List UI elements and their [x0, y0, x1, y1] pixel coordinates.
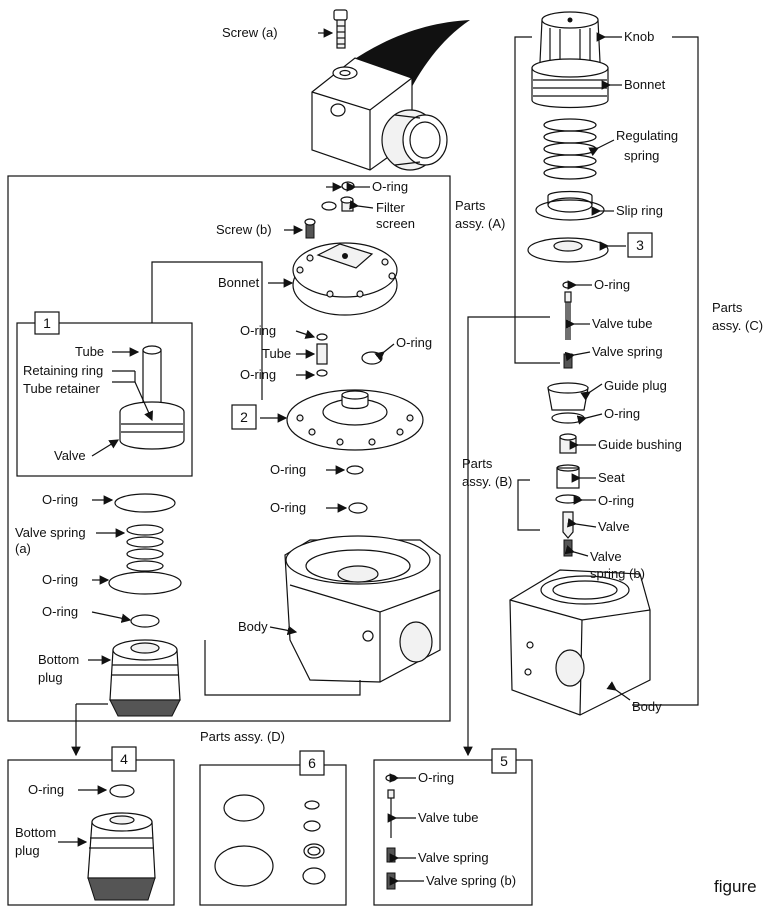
label-guide-bushing: Guide bushing [598, 437, 682, 452]
label-oring-r1: O-ring [594, 277, 630, 292]
label-retaining-ring: Retaining ring [23, 363, 103, 378]
label-valve-1: Valve [54, 448, 86, 463]
label-body-r: Body [632, 699, 662, 714]
label-valve-spring-a: Valve spring [15, 525, 86, 540]
callout-2: 2 [231, 404, 257, 430]
label-oring-r2: O-ring [604, 406, 640, 421]
label-bottom-plug: Bottom [38, 652, 79, 667]
svg-text:4: 4 [120, 751, 128, 767]
label-tube-1: Tube [75, 344, 104, 359]
label-screw-a: Screw (a) [222, 25, 278, 40]
label-seat: Seat [598, 470, 625, 485]
callout-3: 3 [627, 232, 653, 258]
label-bonnet-c: Bonnet [218, 275, 260, 290]
label-oring-c5: O-ring [270, 462, 306, 477]
label-oring-l2: O-ring [42, 572, 78, 587]
label-filter-screen: Filter [376, 200, 406, 215]
label-regulating-spring: Regulating [616, 128, 678, 143]
svg-text:plug: plug [38, 670, 63, 685]
left-stack-parts [108, 493, 182, 717]
svg-text:3: 3 [636, 237, 644, 253]
label-parts-assy-c: Parts [712, 300, 743, 315]
right-column-parts [509, 11, 651, 716]
box-1-parts [119, 345, 185, 450]
label-oring-c3: O-ring [240, 367, 276, 382]
svg-text:1: 1 [43, 315, 51, 331]
label-valve-spring-b-5: Valve spring (b) [426, 873, 516, 888]
box-4 [7, 759, 175, 906]
box-6-parts [214, 794, 326, 887]
label-valve-spring-b: Valve [590, 549, 622, 564]
label-valve-r: Valve [598, 519, 630, 534]
leader-lines [58, 28, 699, 886]
parts-assy-d-frame [7, 175, 451, 722]
label-oring-5: O-ring [418, 770, 454, 785]
label-oring-c6: O-ring [270, 500, 306, 515]
svg-text:6: 6 [308, 755, 316, 771]
svg-text:spring: spring [624, 148, 659, 163]
svg-text:2: 2 [240, 409, 248, 425]
label-tube-retainer: Tube retainer [23, 381, 101, 396]
label-valve-tube-5: Valve tube [418, 810, 478, 825]
center-parts [284, 181, 441, 683]
callout-6: 6 [299, 750, 325, 776]
label-oring-l1: O-ring [42, 492, 78, 507]
label-screw-b: Screw (b) [216, 222, 272, 237]
label-bottom-plug-4: Bottom [15, 825, 56, 840]
label-parts-assy-d: Parts assy. (D) [200, 729, 285, 744]
box-1 [16, 322, 193, 477]
box-6 [199, 764, 347, 906]
svg-text:assy. (B): assy. (B) [462, 474, 512, 489]
label-parts-assy-b: Parts [462, 456, 493, 471]
label-oring-c4: O-ring [396, 335, 432, 350]
svg-text:screen: screen [376, 216, 415, 231]
label-valve-tube-r: Valve tube [592, 316, 652, 331]
top-regulator-assembly [311, 9, 470, 171]
label-knob: Knob [624, 29, 654, 44]
svg-text:5: 5 [500, 753, 508, 769]
label-valve-spring-r: Valve spring [592, 344, 663, 359]
box-5-parts [385, 774, 397, 890]
label-body-c: Body [238, 619, 268, 634]
box-5 [373, 759, 533, 906]
svg-text:(a): (a) [15, 541, 31, 556]
callout-5: 5 [491, 748, 517, 774]
label-valve-spring-5: Valve spring [418, 850, 489, 865]
label-parts-assy-a: Parts [455, 198, 486, 213]
label-oring-l3: O-ring [42, 604, 78, 619]
label-guide-plug: Guide plug [604, 378, 667, 393]
label-bonnet-top: Bonnet [624, 77, 666, 92]
labels: Screw (a) Knob Bonnet Regulating spring … [15, 25, 763, 896]
label-tube-c: Tube [262, 346, 291, 361]
svg-text:assy. (A): assy. (A) [455, 216, 505, 231]
svg-text:plug: plug [15, 843, 40, 858]
label-oring-c2: O-ring [240, 323, 276, 338]
label-oring-4: O-ring [28, 782, 64, 797]
figure-caption: figure [714, 877, 757, 896]
box-4-parts [87, 784, 156, 901]
callout-4: 4 [111, 746, 137, 772]
svg-text:spring (b): spring (b) [590, 566, 645, 581]
label-oring-c1: O-ring [372, 179, 408, 194]
label-oring-r3: O-ring [598, 493, 634, 508]
svg-text:assy. (C): assy. (C) [712, 318, 763, 333]
callout-1: 1 [34, 311, 60, 335]
label-slip-ring: Slip ring [616, 203, 663, 218]
